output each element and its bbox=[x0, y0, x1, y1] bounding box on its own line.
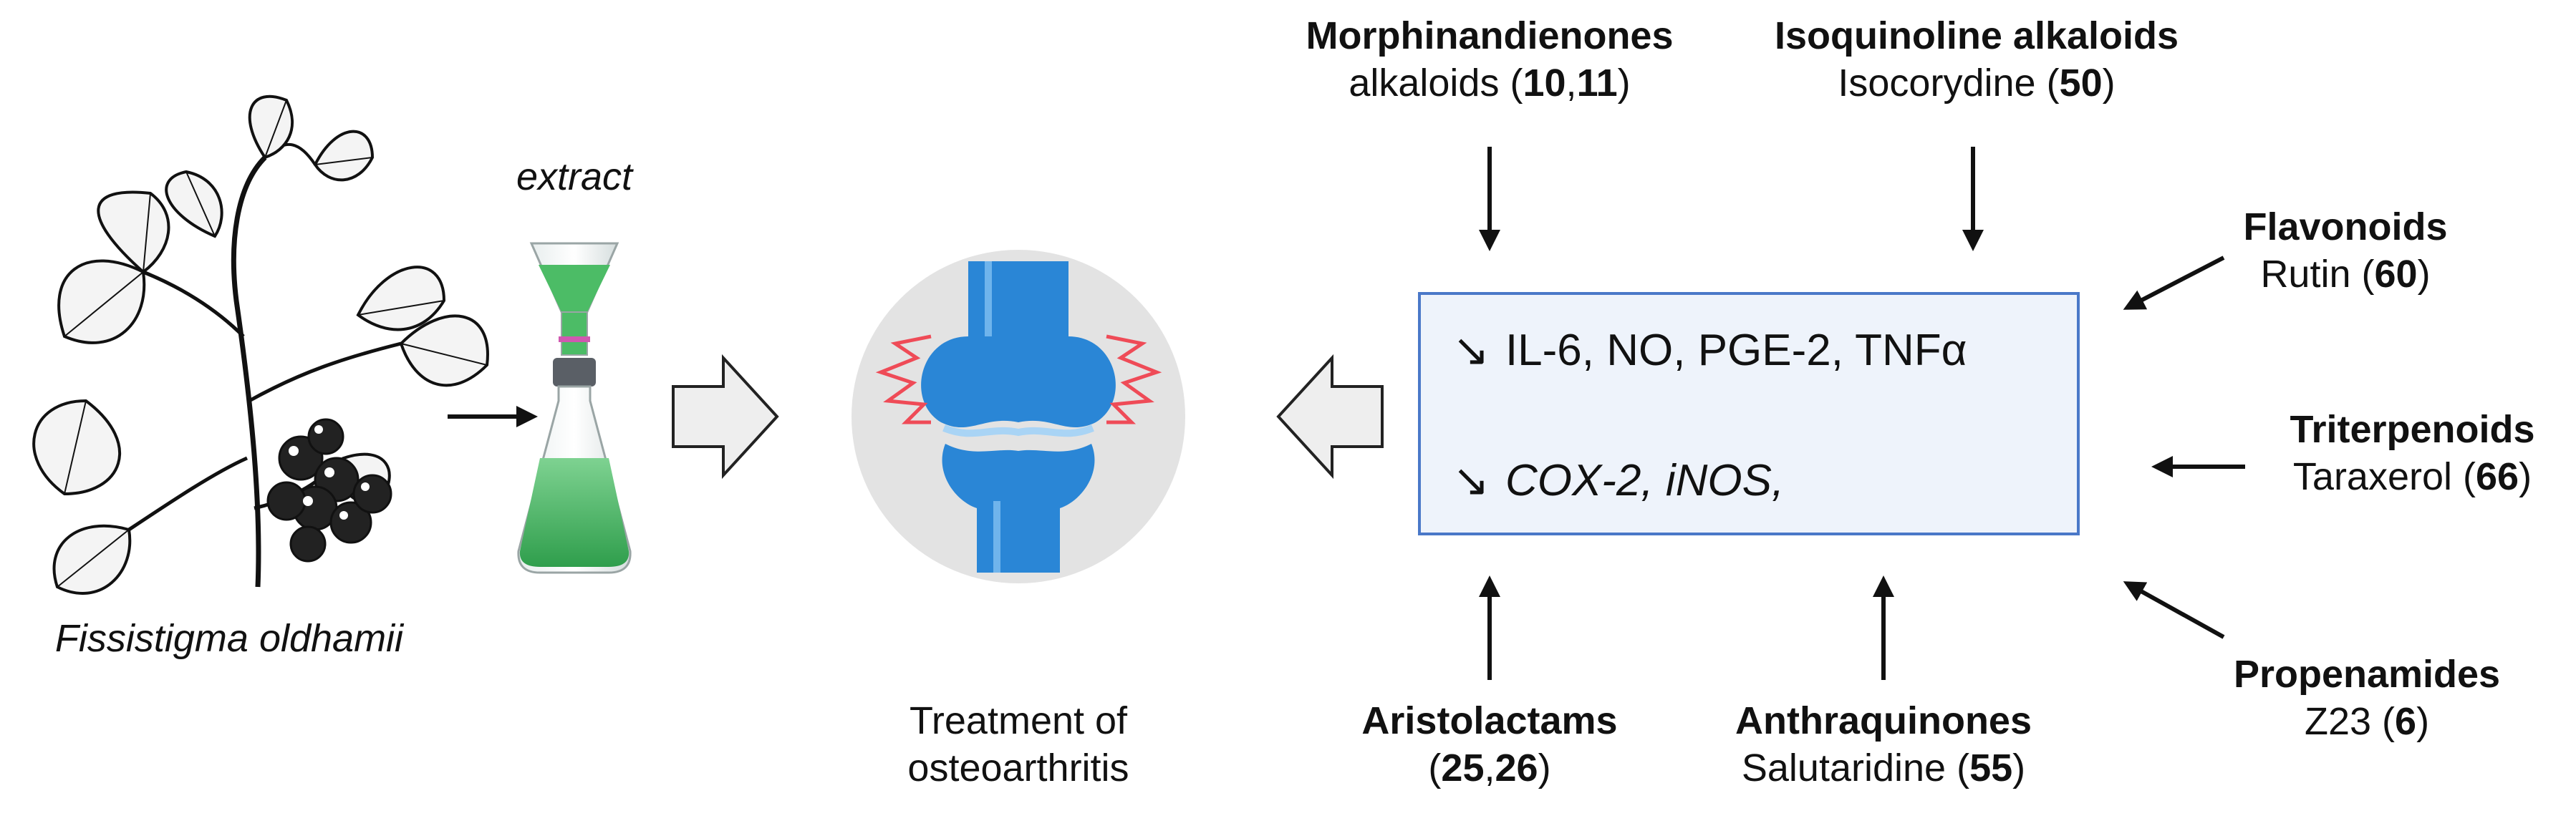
compound-name: Isocorydine bbox=[1838, 61, 2036, 105]
compound-detail: Z23 (6) bbox=[2304, 699, 2430, 743]
compound-name: Rutin bbox=[2260, 252, 2351, 296]
effects-to-treatment-arrow bbox=[1276, 354, 1384, 480]
effects-line-genes: ↘ COX-2, iNOS, bbox=[1452, 454, 1784, 506]
cytokine-list: IL-6, NO, PGE-2, TNFα bbox=[1505, 326, 1967, 375]
compound-detail: Isocorydine (50) bbox=[1838, 61, 2116, 105]
treatment-line2: osteoarthritis bbox=[907, 746, 1129, 789]
compound-class-name: Isoquinoline alkaloids bbox=[1774, 14, 2179, 57]
effects-panel: ↘ IL-6, NO, PGE-2, TNFα ↘ COX-2, iNOS, bbox=[1418, 292, 2080, 535]
gene-list: COX-2, iNOS, bbox=[1505, 456, 1785, 505]
compound-detail: alkaloids (10,11) bbox=[1349, 61, 1631, 105]
compound-number: 60 bbox=[2374, 252, 2418, 296]
compound-class-name: Flavonoids bbox=[2243, 205, 2448, 248]
compound-number: 50 bbox=[2059, 61, 2103, 105]
compound-number: 25 bbox=[1441, 746, 1485, 789]
compound-name: Taraxerol bbox=[2292, 455, 2453, 498]
compound-number: 66 bbox=[2476, 455, 2519, 498]
compound-detail: Salutaridine (55) bbox=[1741, 746, 2026, 789]
compound-name: Salutaridine bbox=[1741, 746, 1947, 789]
compound-number: 55 bbox=[1969, 746, 2013, 789]
treatment-line1: Treatment of bbox=[909, 699, 1128, 742]
compound-class-name: Triterpenoids bbox=[2290, 408, 2535, 451]
compound-class-name: Morphinandienones bbox=[1306, 14, 1674, 57]
compound-aristolactams: Aristolactams(25,26) bbox=[1275, 698, 1704, 792]
extract-to-treatment-arrow bbox=[672, 354, 779, 480]
knee-joint-icon bbox=[852, 250, 1185, 583]
compound-class-name: Propenamides bbox=[2233, 653, 2501, 696]
down-arrow-icon: ↘ bbox=[1452, 326, 1490, 375]
compound-detail: Rutin (60) bbox=[2260, 252, 2431, 296]
compound-number: 11 bbox=[1576, 61, 1618, 105]
extract-label: extract bbox=[516, 155, 633, 198]
plant-name: Fissistigma oldhamii bbox=[54, 617, 404, 660]
extraction-flask-icon bbox=[517, 242, 632, 574]
compound-detail: (25,26) bbox=[1428, 746, 1551, 789]
compound-number: 26 bbox=[1495, 746, 1538, 789]
down-arrow-icon: ↘ bbox=[1452, 456, 1490, 505]
compound-detail: Taraxerol (66) bbox=[2292, 455, 2532, 498]
compound-name: Z23 bbox=[2304, 699, 2372, 743]
compound-name: alkaloids bbox=[1349, 61, 1500, 105]
arrow-propenamides bbox=[2123, 581, 2225, 639]
treatment-label: Treatment of osteoarthritis bbox=[874, 698, 1163, 792]
compound-class-name: Anthraquinones bbox=[1735, 699, 2032, 742]
compound-class-name: Aristolactams bbox=[1361, 699, 1618, 742]
compound-number: 10 bbox=[1523, 61, 1566, 105]
arrow-flavonoids bbox=[2123, 256, 2225, 310]
compound-number: 6 bbox=[2395, 699, 2417, 743]
plant-illustration bbox=[32, 94, 489, 595]
effects-line-cytokines: ↘ IL-6, NO, PGE-2, TNFα bbox=[1452, 324, 1967, 376]
